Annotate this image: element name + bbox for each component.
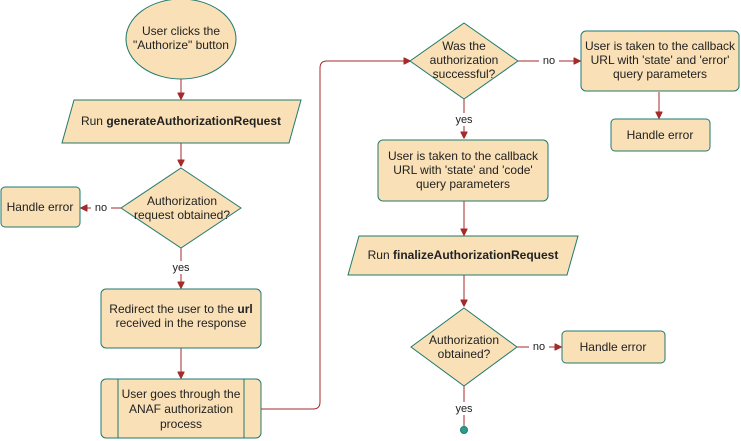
- anaf-line1: User goes through the: [122, 387, 241, 401]
- edge-label-decision1-yes: yes: [172, 262, 190, 274]
- decision1-line2: request obtained?: [134, 208, 230, 222]
- end-point: [460, 426, 468, 434]
- error-callback-line1: User is taken to the callback: [585, 39, 736, 53]
- redirect-line1: Redirect the user to the url: [109, 302, 252, 316]
- edges: no yes no yes no yes: [81, 54, 659, 434]
- decision2-line2: authorization: [430, 53, 499, 67]
- node-handle-error-2: Handle error: [610, 118, 711, 152]
- finalize-parallelogram: [347, 235, 579, 276]
- decision2-diamond: [409, 22, 519, 100]
- redirect-line2: received in the response: [116, 316, 247, 330]
- redirect-box: [100, 288, 262, 349]
- node-generate-request: Run generateAuthorizationRequest: [61, 99, 302, 144]
- error-callback-box: [580, 30, 740, 92]
- decision1-diamond: [120, 167, 242, 249]
- node-redirect-user: Redirect the user to the url received in…: [100, 288, 262, 349]
- edge-label-bg: [451, 113, 477, 126]
- start-line2: "Authorize" button: [133, 38, 229, 52]
- anaf-line2: ANAF authorization: [129, 402, 233, 416]
- edge-label-decision3-no: no: [533, 341, 545, 353]
- generate-parallelogram: [61, 99, 302, 144]
- start-ellipse: [125, 0, 237, 80]
- handle-error-3-box: [561, 330, 666, 364]
- node-decision-authorization-successful: Was the authorization successful?: [409, 22, 519, 100]
- anaf-line3: process: [160, 417, 202, 431]
- decision3-diamond: [410, 307, 518, 387]
- edge-anaf-to-decision2: [261, 61, 410, 410]
- edge-label-bg: [168, 261, 194, 274]
- redirect-line1-prefix: Redirect the user to the: [109, 302, 237, 316]
- edge-label-decision3-yes: yes: [455, 403, 473, 415]
- decision3-line1: Authorization: [429, 333, 499, 347]
- decision1-line1: Authorization: [147, 194, 217, 208]
- decision2-line1: Was the: [442, 39, 486, 53]
- handle-error-1-box: [0, 186, 81, 228]
- node-anaf-process: User goes through the ANAF authorization…: [100, 378, 262, 439]
- success-callback-box: [377, 139, 549, 202]
- decision3-line2: obtained?: [438, 347, 491, 361]
- handle-error-1-label: Handle error: [7, 200, 74, 214]
- generate-prefix: Run: [81, 114, 106, 128]
- node-decision-authorization-obtained: Authorization obtained?: [410, 307, 518, 387]
- edge-label-bg: [529, 340, 549, 353]
- finalize-prefix: Run: [368, 248, 393, 262]
- node-start: User clicks the "Authorize" button: [125, 0, 237, 80]
- success-callback-line1: User is taken to the callback: [388, 149, 539, 163]
- edge-label-decision1-no: no: [95, 202, 107, 214]
- node-handle-error-1: Handle error: [0, 186, 81, 228]
- node-finalize-request: Run finalizeAuthorizationRequest: [347, 235, 579, 276]
- node-success-callback: User is taken to the callback URL with '…: [377, 139, 549, 202]
- handle-error-3-label: Handle error: [580, 340, 647, 354]
- node-handle-error-3: Handle error: [561, 330, 666, 364]
- success-callback-line2: URL with 'state' and 'code': [393, 163, 532, 177]
- start-line1: User clicks the: [142, 24, 220, 38]
- decision2-line3: successful?: [433, 67, 496, 81]
- node-decision-request-obtained: Authorization request obtained?: [120, 167, 242, 249]
- generate-function-name: generateAuthorizationRequest: [106, 114, 281, 128]
- edge-label-bg: [451, 402, 477, 415]
- edge-label-decision2-no: no: [543, 55, 555, 67]
- edge-label-bg: [539, 54, 559, 67]
- finalize-function-name: finalizeAuthorizationRequest: [393, 248, 558, 262]
- redirect-line1-url: url: [237, 302, 252, 316]
- generate-label: Run generateAuthorizationRequest: [81, 114, 281, 128]
- error-callback-line3: query parameters: [613, 67, 707, 81]
- edge-label-bg: [91, 201, 111, 214]
- handle-error-2-box: [610, 118, 711, 152]
- node-error-callback: User is taken to the callback URL with '…: [580, 30, 740, 92]
- finalize-label: Run finalizeAuthorizationRequest: [368, 248, 559, 262]
- edge-label-decision2-yes: yes: [455, 114, 473, 126]
- success-callback-line3: query parameters: [416, 177, 510, 191]
- anaf-box: [100, 378, 262, 439]
- error-callback-line2: URL with 'state' and 'error': [591, 53, 730, 67]
- handle-error-2-label: Handle error: [627, 128, 694, 142]
